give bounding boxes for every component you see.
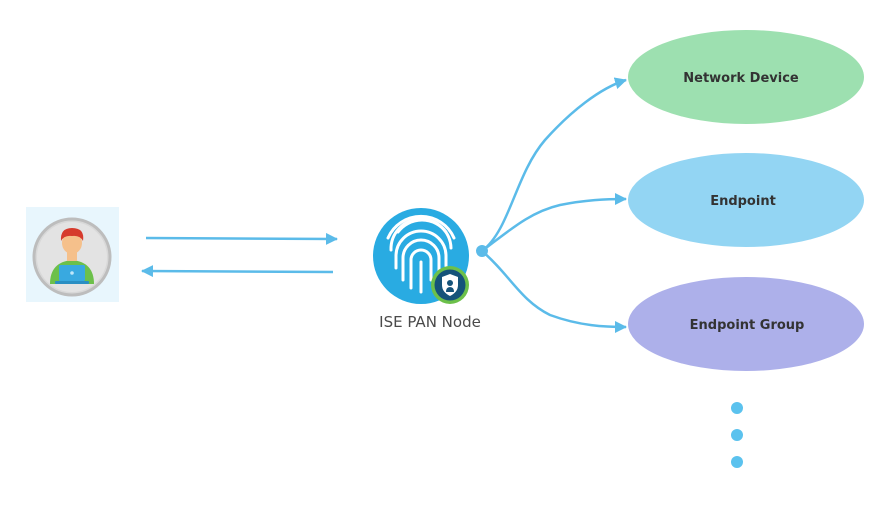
endpoint-group-node (628, 277, 864, 371)
response-arrow (141, 265, 334, 278)
request-arrow (145, 232, 338, 245)
more-targets-ellipsis (731, 402, 743, 468)
ellipsis-dot (731, 456, 743, 468)
endpoint-group-label: Endpoint Group (690, 318, 805, 333)
network-device-label: Network Device (683, 71, 799, 86)
target-endpoint: Endpoint (628, 153, 864, 247)
target-network-device: Network Device (628, 30, 864, 124)
connector-network-device (481, 77, 627, 252)
ellipsis-dot (731, 402, 743, 414)
ellipsis-dot (731, 429, 743, 441)
pan-node-label: ISE PAN Node (379, 313, 481, 331)
endpoint-label: Endpoint (710, 194, 776, 209)
endpoint-node (628, 153, 864, 247)
target-endpoint-group: Endpoint Group (628, 277, 864, 371)
connector-endpoint (481, 193, 627, 252)
user-at-laptop-icon (26, 207, 119, 302)
network-device-node (628, 30, 864, 124)
fingerprint-shield-icon (373, 208, 469, 304)
connector-endpoint-group (481, 250, 627, 333)
